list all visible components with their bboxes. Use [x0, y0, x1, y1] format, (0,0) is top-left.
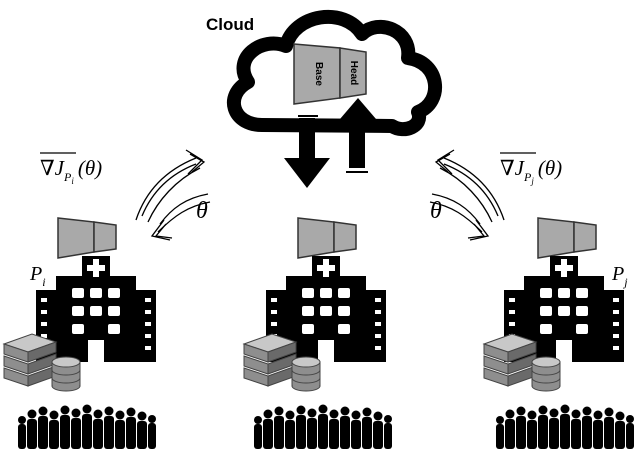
local-model-left — [57, 217, 117, 259]
local-model-right — [537, 217, 597, 259]
database-center-icon — [291, 356, 321, 392]
site-right: ∇JPj(θ) θ Pj — [429, 149, 634, 449]
model-base-label: Base — [313, 62, 324, 86]
param-label-right: θ — [430, 198, 442, 224]
local-model-center — [297, 217, 357, 259]
param-label-left: θ — [196, 198, 208, 224]
site-center — [243, 217, 392, 449]
site-label-right: Pj — [611, 263, 628, 289]
crowd-left-icon — [18, 404, 156, 449]
site-label-left: Pi — [29, 263, 46, 289]
cloud: Cloud Base Head — [206, 10, 443, 188]
model-head-label: Head — [348, 61, 359, 85]
server-center-icon — [243, 333, 297, 387]
crowd-right-icon — [496, 404, 634, 449]
database-left-icon — [51, 356, 81, 392]
cloud-label: Cloud — [206, 15, 254, 34]
database-right-icon — [531, 356, 561, 392]
server-right-icon — [483, 333, 537, 387]
cloud-model: Base Head — [293, 43, 367, 105]
site-left: ∇JPi(θ) θ Pi — [3, 149, 211, 449]
gradient-label-left: ∇JPi(θ) — [40, 156, 102, 186]
server-left-icon — [3, 333, 57, 387]
exchange-arrow-right-icon — [429, 149, 505, 241]
crowd-center-icon — [254, 404, 392, 449]
gradient-label-right: ∇JPj(θ) — [500, 156, 562, 186]
upload-arrow-icon — [334, 98, 382, 173]
download-arrow-icon — [284, 115, 330, 188]
model-head — [339, 47, 367, 99]
exchange-arrow-left-icon — [135, 149, 211, 241]
